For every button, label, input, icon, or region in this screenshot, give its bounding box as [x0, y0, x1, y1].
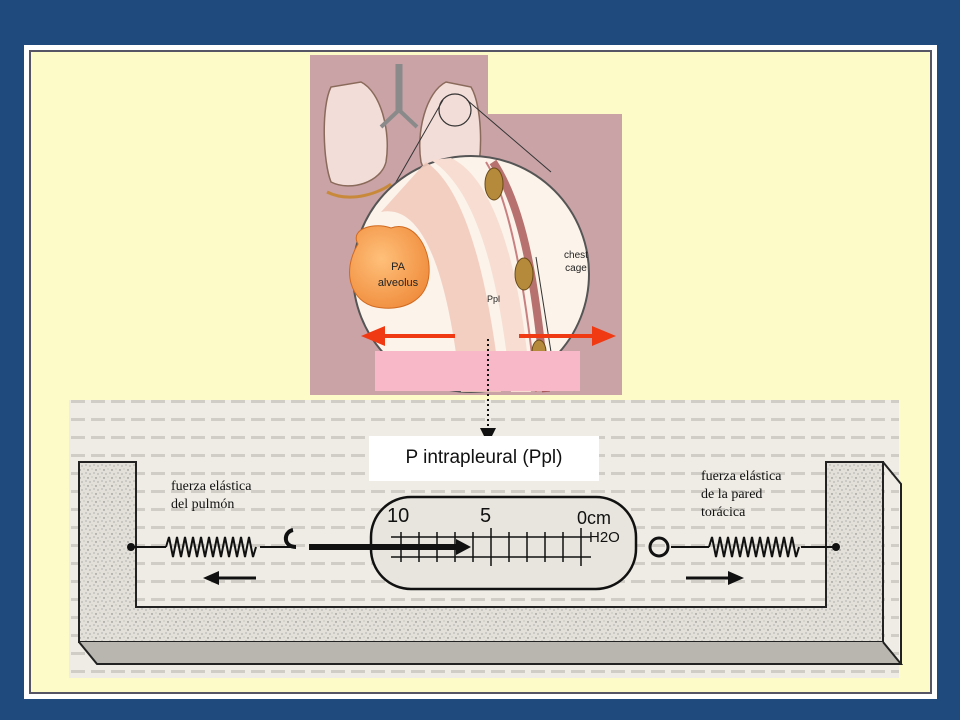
chest-cage-label-2: cage	[565, 263, 587, 274]
hook-icon	[283, 528, 297, 549]
chest-wall-spring	[708, 536, 800, 558]
callout-box	[369, 436, 599, 481]
lung-spring	[165, 536, 257, 558]
pink-label-bar	[375, 351, 580, 391]
gauge-unit: H2O	[589, 529, 620, 546]
pressure-gauge	[369, 495, 638, 591]
left-lung	[323, 81, 388, 187]
chest-force-label-2: de la pared	[701, 487, 762, 502]
alveolus-label: alveolus	[378, 277, 419, 289]
chest-cage-label-1: chest	[564, 250, 588, 261]
ring-icon	[648, 536, 670, 558]
slide-frame: PA alveolus Ppl chest cage P intrapleura…	[24, 45, 937, 699]
lung-force-label-1: fuerza elástica	[171, 479, 252, 494]
gauge-tick-5: 5	[480, 505, 491, 527]
chest-force-label-1: fuerza elástica	[701, 469, 782, 484]
zoom-indicator	[438, 93, 472, 127]
rib-icon	[514, 257, 534, 291]
gauge-tick-10: 10	[387, 505, 409, 527]
gauge-tick-0: 0cm	[577, 508, 611, 528]
pleural-pressure-diagram: PA alveolus Ppl chest cage P intrapleura…	[69, 55, 904, 678]
pleural-pressure-label: Ppl	[487, 294, 500, 304]
gauge-scale	[400, 528, 582, 566]
lung-anatomy-panel: PA alveolus Ppl chest cage	[310, 55, 622, 395]
intrapleural-pressure-label: P intrapleural (Ppl)	[405, 447, 562, 468]
slide-content: PA alveolus Ppl chest cage P intrapleura…	[29, 50, 932, 694]
chest-force-label-3: torácica	[701, 505, 746, 520]
spring-apparatus: 10 5 0cm H2O fuerza elástica del pulmón …	[78, 461, 904, 665]
lung-force-label-2: del pulmón	[171, 497, 234, 512]
alveolus	[349, 225, 430, 309]
alveolus-pressure-label: PA	[391, 261, 406, 273]
